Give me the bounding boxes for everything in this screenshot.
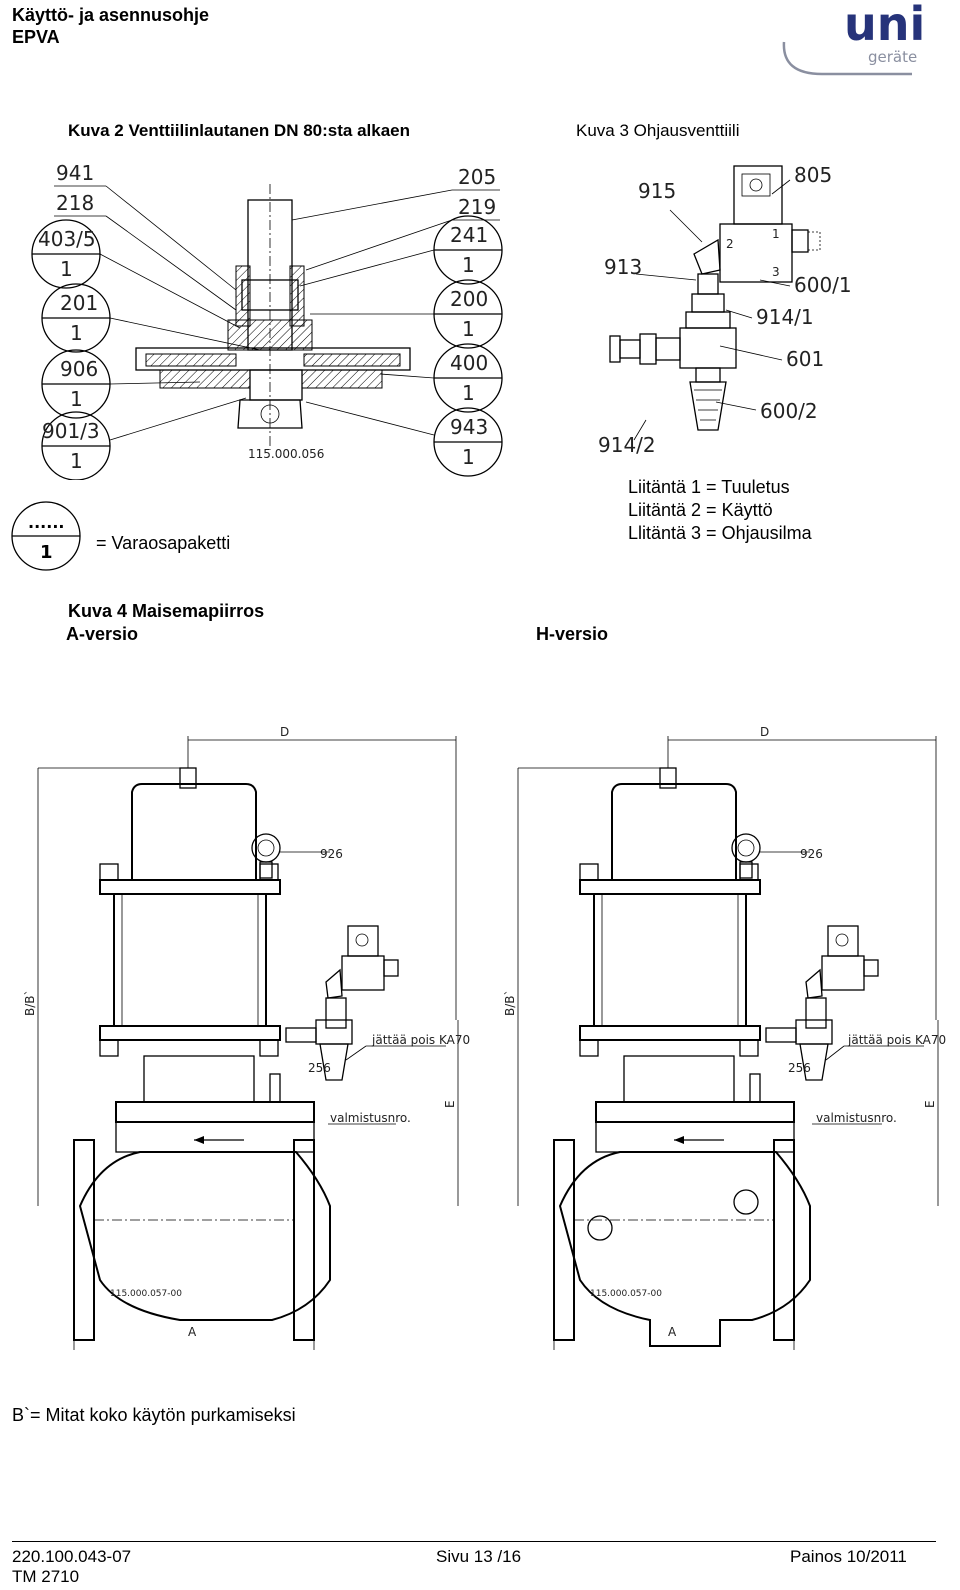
label-926-a: 926 <box>320 847 343 861</box>
footer-page-number: Sivu 13 /16 <box>436 1547 522 1566</box>
figure2-caption: Kuva 2 Venttiilinlautanen DN 80:sta alka… <box>68 121 411 140</box>
label-201-qty: 1 <box>70 321 83 345</box>
dim-e-h: E <box>923 1100 937 1108</box>
header-title: Käyttö- ja asennusohje <box>12 5 210 25</box>
figure4-h-drawing: D B/B` E 926 jättää pois KA70 256 valmis… <box>503 725 946 1350</box>
footer-tm: TM 2710 <box>12 1567 80 1586</box>
port-label-1: 1 <box>772 227 780 241</box>
dimension-note: B`= Mitat koko käytön purkamiseksi <box>12 1405 296 1425</box>
label-241-qty: 1 <box>462 253 475 277</box>
port-label-3: 3 <box>772 265 780 279</box>
label-256-h: 256 <box>788 1061 811 1075</box>
label-serial-a: valmistusnro. <box>330 1111 411 1125</box>
label-218: 218 <box>56 191 94 215</box>
label-256-a: 256 <box>308 1061 331 1075</box>
figure2-drawing-number: 115.000.056 <box>248 447 324 461</box>
port-label-2: 2 <box>726 237 734 251</box>
connection-2: Liitäntä 2 = Käyttö <box>628 500 773 520</box>
label-241: 241 <box>450 223 488 247</box>
drawing-number-a: 115.000.057-00 <box>110 1289 182 1299</box>
dim-d-h: D <box>760 725 769 739</box>
dim-a-a: A <box>188 1325 197 1339</box>
label-901-3: 901/3 <box>42 419 100 443</box>
spare-part-symbol: ...... 1 <box>11 501 81 571</box>
connection-1: Liitäntä 1 = Tuuletus <box>628 477 790 497</box>
figure4-a-drawing: D B/B` E 926 jättää pois KA70 256 valmis… <box>23 725 470 1350</box>
label-403-5-qty: 1 <box>60 257 73 281</box>
label-omit-h: jättää pois KA70 <box>847 1033 946 1047</box>
label-205: 205 <box>458 165 496 189</box>
label-914-1: 914/1 <box>756 305 814 329</box>
connection-3: Llitäntä 3 = Ohjausilma <box>628 523 812 543</box>
label-926-h: 926 <box>800 847 823 861</box>
label-400: 400 <box>450 351 488 375</box>
version-a-label: A-versio <box>66 624 139 644</box>
figure3-caption: Kuva 3 Ohjausventtiili <box>576 121 740 140</box>
label-omit-a: jättää pois KA70 <box>371 1033 470 1047</box>
uni-logo: uni geräte <box>782 0 925 76</box>
label-943-qty: 1 <box>462 445 475 469</box>
legend-text: = Varaosapaketti <box>96 533 231 553</box>
label-915: 915 <box>638 179 676 203</box>
logo-main-text: uni <box>844 0 925 51</box>
label-805: 805 <box>794 163 832 187</box>
figure3-drawing: 915 805 913 600/1 914/1 601 600/2 914/2 … <box>598 163 852 457</box>
label-914-2: 914/2 <box>598 433 656 457</box>
version-h-label: H-versio <box>536 624 609 644</box>
label-941: 941 <box>56 161 94 185</box>
symbol-top: ...... <box>28 513 64 532</box>
dim-b-a: B/B` <box>23 989 37 1016</box>
figure4-caption: Kuva 4 Maisemapiirros <box>68 601 265 621</box>
symbol-bottom: 1 <box>40 542 53 563</box>
label-403-5: 403/5 <box>38 227 96 251</box>
label-600-2: 600/2 <box>760 399 818 423</box>
label-600-1: 600/1 <box>794 273 852 297</box>
dim-e-a: E <box>443 1100 457 1108</box>
label-901-3-qty: 1 <box>70 449 83 473</box>
dim-d-a: D <box>280 725 289 739</box>
label-913: 913 <box>604 255 642 279</box>
label-943: 943 <box>450 415 488 439</box>
footer-rule <box>12 1541 936 1542</box>
dim-b-h: B/B` <box>503 989 517 1016</box>
drawing-number-h: 115.000.057-00 <box>590 1289 662 1299</box>
dim-a-h: A <box>668 1325 677 1339</box>
label-serial-h: valmistusnro. <box>816 1111 897 1125</box>
label-200: 200 <box>450 287 488 311</box>
label-601: 601 <box>786 347 824 371</box>
label-400-qty: 1 <box>462 381 475 405</box>
label-906-qty: 1 <box>70 387 83 411</box>
footer-edition: Painos 10/2011 <box>790 1547 907 1566</box>
header-model: EPVA <box>12 27 60 47</box>
logo-sub-text: geräte <box>868 48 917 66</box>
footer-doc-number: 220.100.043-07 <box>12 1547 132 1566</box>
label-201: 201 <box>60 291 98 315</box>
label-200-qty: 1 <box>462 317 475 341</box>
figure2-drawing: 941 218 403/5 1 201 1 906 1 901/3 1 205 … <box>31 161 503 480</box>
label-906: 906 <box>60 357 98 381</box>
label-219: 219 <box>458 195 496 219</box>
